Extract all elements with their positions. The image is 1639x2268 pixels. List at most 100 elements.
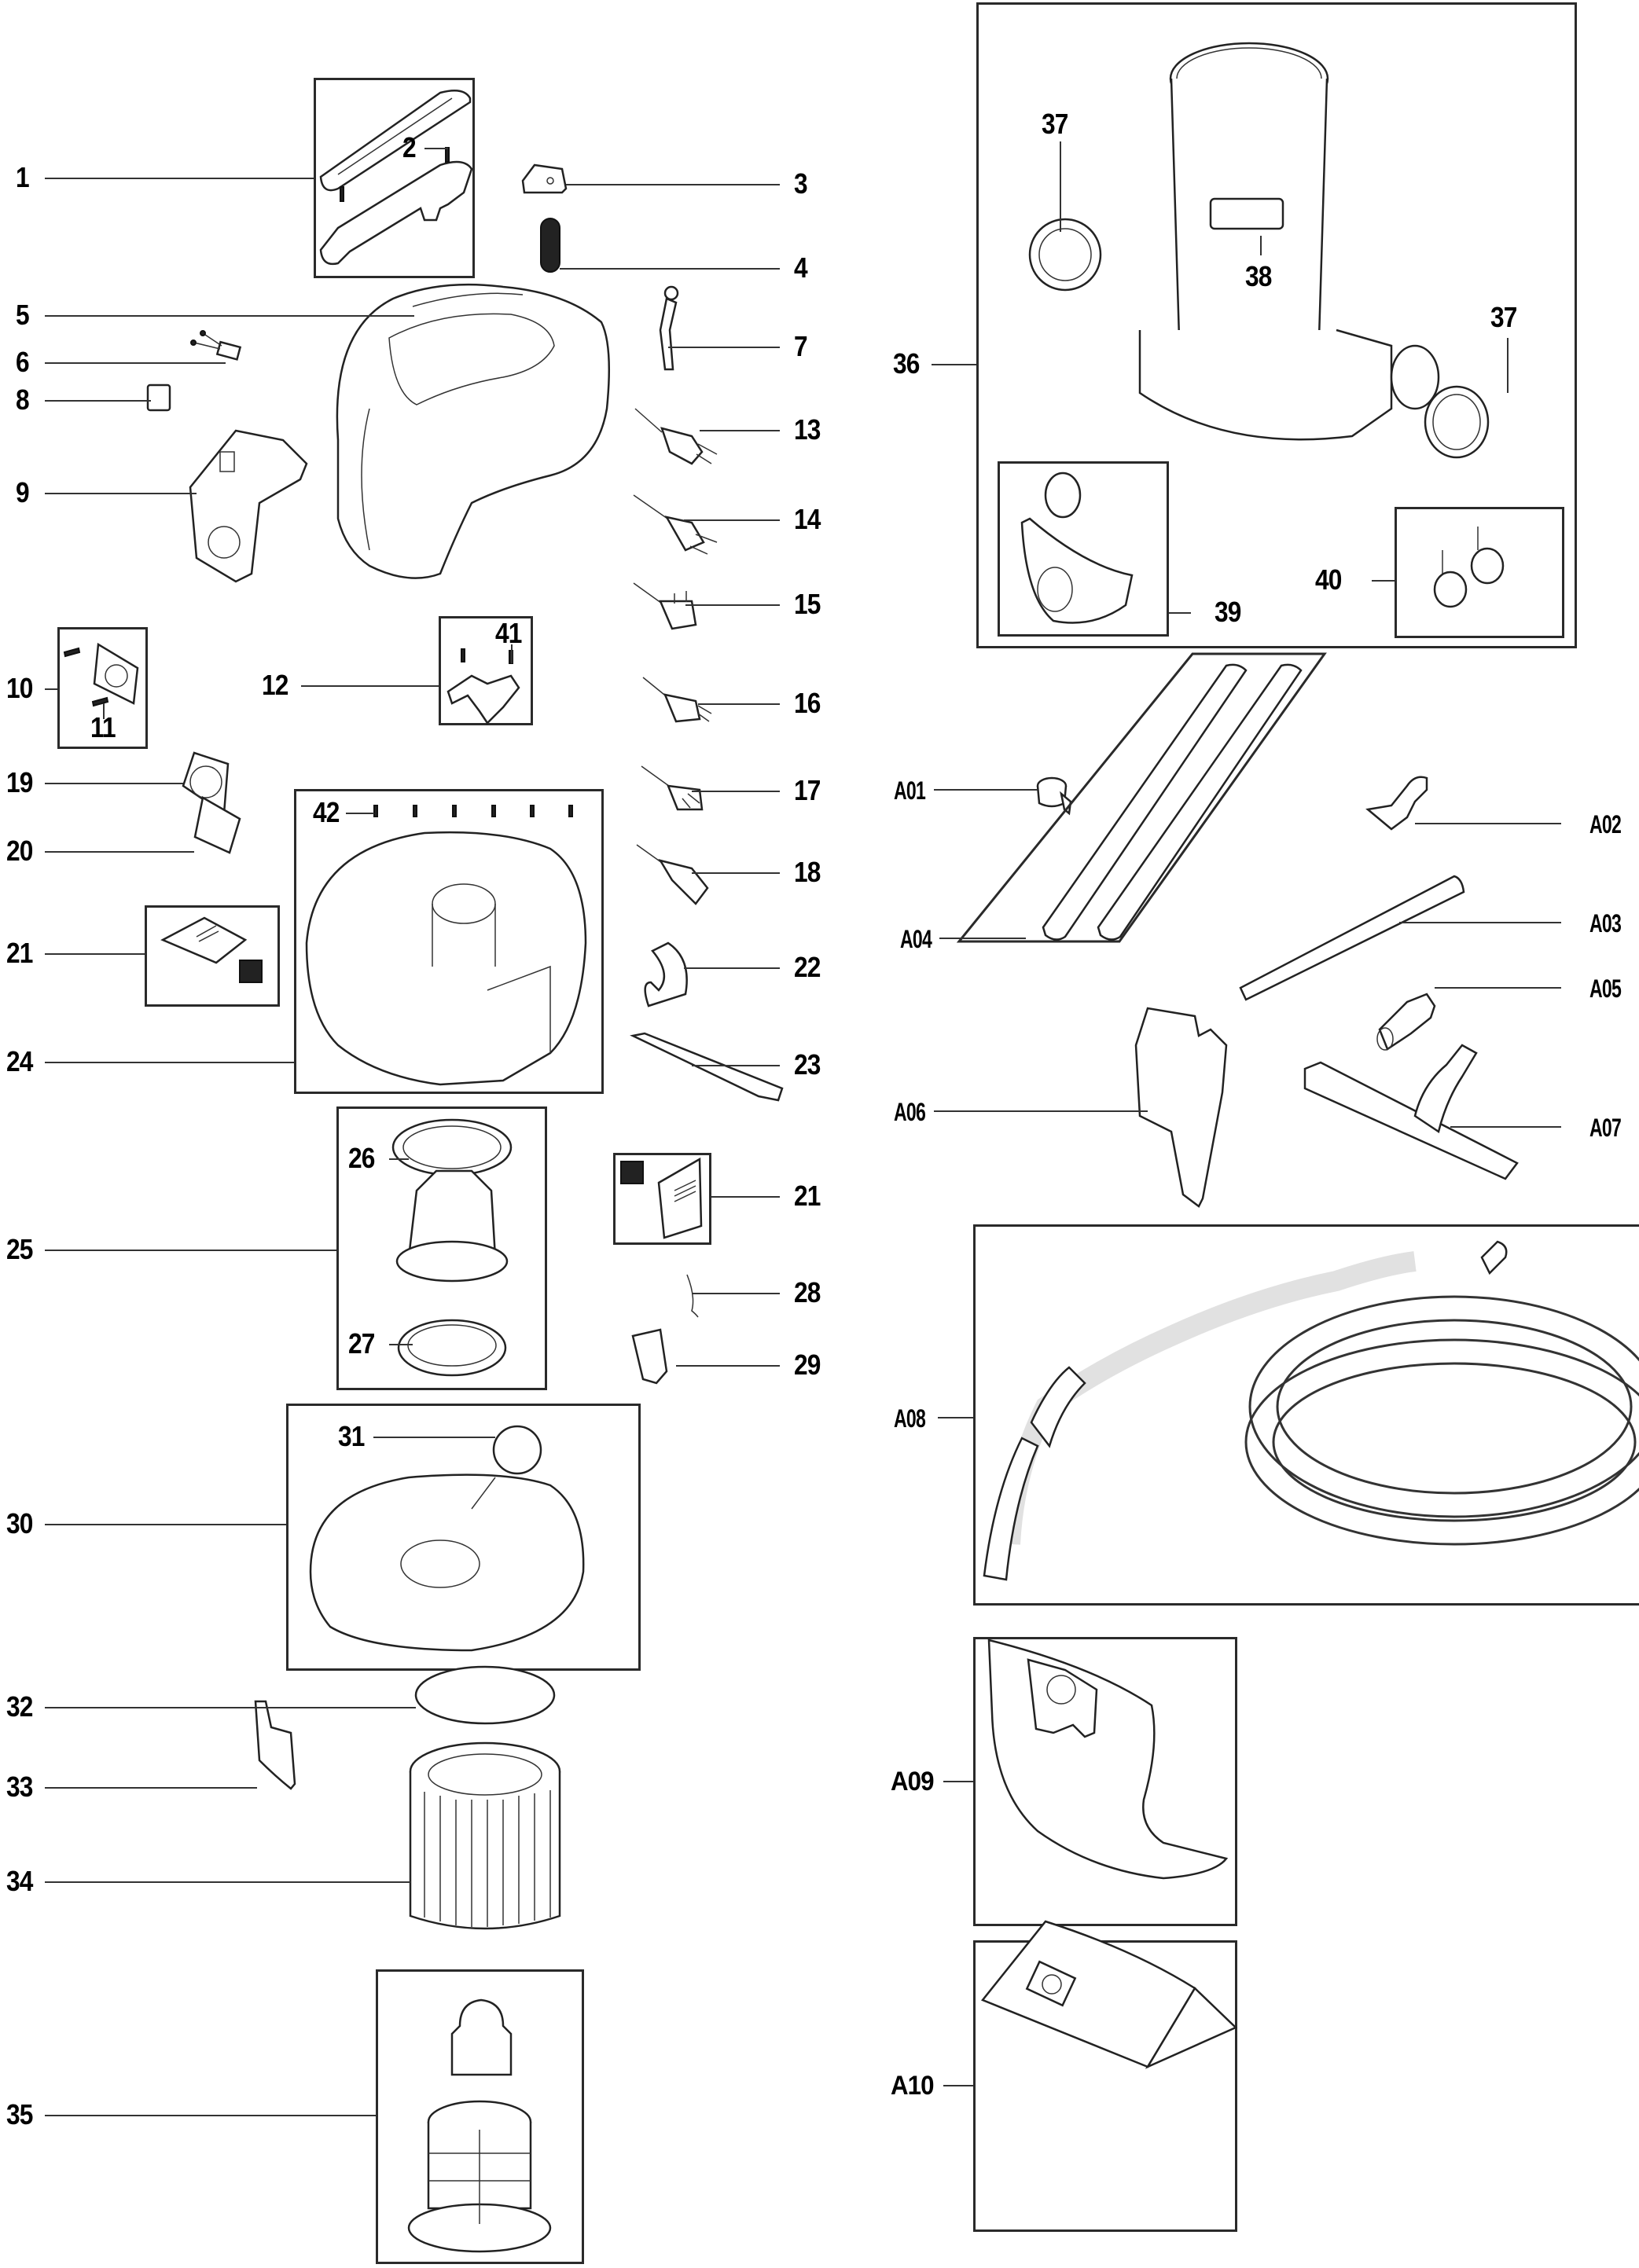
box-accessory-a08 [973,1224,1639,1606]
leader-42 [346,813,374,814]
label-part-1: 1 [16,161,30,193]
label-part-28: 28 [794,1276,821,1308]
leader-37b [1507,338,1509,393]
leader-19 [45,783,183,784]
leader-24 [45,1062,294,1063]
box-part-1 [314,78,475,278]
label-part-30: 30 [6,1507,33,1540]
carbon-brush-drawing [190,330,242,361]
fleece-bag-a09-drawing [987,1639,1229,1880]
leader-15 [685,604,780,606]
box-part-12 [439,616,533,725]
leader-6 [45,362,226,364]
label-part-15: 15 [794,588,821,620]
leader-40 [1372,580,1395,582]
leader-30 [45,1524,286,1525]
accessory-strip-drawing [630,1032,784,1102]
label-part-25: 25 [6,1233,33,1265]
motor-head-cover-drawing [336,283,611,579]
leader-a09 [943,1781,973,1782]
foam-filter-drawing [540,218,560,273]
leader-41 [511,644,513,663]
label-accessory-a07: A07 [1589,1114,1622,1142]
leader-26 [389,1158,409,1160]
power-cord-us-drawing [642,677,712,723]
label-part-16: 16 [794,687,821,719]
latch-clip-drawing [631,1328,668,1385]
power-cord-swiss-drawing [633,494,718,555]
leader-17 [692,791,780,792]
leader-39 [1169,612,1191,614]
label-part-24: 24 [6,1045,33,1077]
leader-20 [45,851,194,853]
strain-relief-drawing [446,648,520,725]
label-part-8: 8 [16,384,30,416]
label-part-38: 38 [1245,260,1272,292]
leader-10 [45,688,57,690]
cable-clamp-drawing [659,285,679,371]
power-cord-schuko-drawing [634,408,718,465]
box-part-24 [294,789,604,1094]
label-accessory-a10: A10 [891,2071,935,2101]
leader-a03 [1399,922,1561,923]
label-part-6: 6 [16,346,30,378]
label-part-35: 35 [6,2098,33,2130]
label-part-17: 17 [794,774,821,806]
label-part-33: 33 [6,1771,33,1803]
label-part-26: 26 [348,1142,375,1174]
float-cage-drawing [407,1998,552,2253]
leader-14 [684,519,780,521]
dust-tank-drawing [1028,42,1490,459]
leader-36 [932,364,976,365]
extension-tubes-a04-drawing [956,652,1327,943]
socket-assembly-drawing [63,642,139,707]
label-accessory-a03: A03 [1589,909,1622,938]
box-part-35 [376,1969,584,2264]
box-part-40 [1395,507,1564,638]
crevice-tool-a03-drawing [1239,875,1465,1001]
label-part-5: 5 [16,299,30,331]
label-part-21-lower: 21 [794,1180,821,1212]
paper-bag-a10-drawing [980,1920,1238,2069]
label-part-11: 11 [90,711,116,743]
label-part-34: 34 [6,1865,33,1897]
label-part-42: 42 [313,796,340,828]
box-accessory-a10 [973,1940,1237,2232]
filter-head-drawing [309,1425,585,1652]
leader-16 [698,703,780,705]
label-part-27: 27 [348,1327,375,1360]
hose-adapter-a01-drawing [1036,776,1072,816]
label-part-23: 23 [794,1048,821,1081]
label-part-14: 14 [794,503,821,535]
leader-12 [301,685,439,687]
upholstery-nozzle-a02-drawing [1365,776,1428,831]
leader-22 [684,967,780,969]
power-switch-drawing [146,384,171,412]
label-part-4: 4 [794,251,808,284]
box-part-21-lower [613,1153,711,1245]
label-part-40: 40 [1315,563,1342,596]
side-cover-lower-drawing [620,1157,703,1239]
leader-29 [676,1365,780,1367]
leader-35 [45,2115,376,2116]
label-part-41: 41 [495,617,522,649]
label-part-20: 20 [6,835,33,867]
label-part-10: 10 [6,672,33,704]
label-part-37-right: 37 [1490,301,1517,333]
screw-row-42-drawing [373,805,573,817]
label-accessory-a02: A02 [1589,810,1622,839]
side-cover-upper-drawing [160,916,263,983]
cartridge-filter-drawing [409,1741,561,1930]
leader-11 [103,703,105,719]
leader-23 [692,1065,780,1066]
label-part-12: 12 [262,669,288,701]
switch-panel-cover-drawing [189,429,308,583]
label-part-3: 3 [794,167,808,200]
leader-8 [45,400,151,402]
leader-38 [1260,236,1262,255]
cable-hook-clip-drawing [521,163,568,194]
leader-a08 [938,1417,973,1418]
label-part-2: 2 [402,131,417,163]
hose-inlet-port-drawing [1020,472,1134,624]
